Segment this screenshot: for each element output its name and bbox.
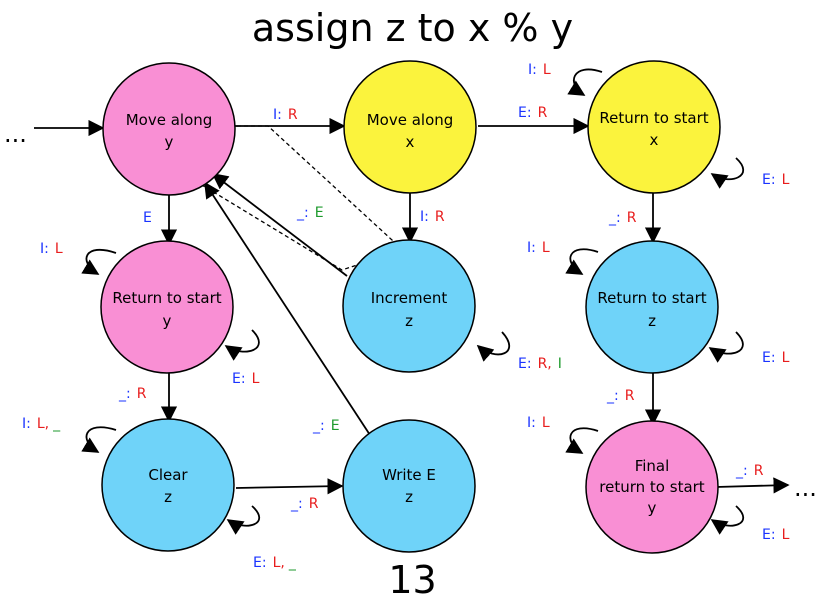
state-label: y (165, 133, 174, 151)
edge-write-to-move-y (204, 181, 371, 436)
edge-clear-to-write (235, 478, 344, 495)
state-label: Move along (126, 111, 213, 129)
transition-label: E:L (232, 371, 260, 387)
state-return-to-start-x: Return to start x (587, 60, 721, 194)
state-label: Final (635, 457, 670, 475)
loop-ret-x-bottom (710, 157, 745, 189)
loop-clear-bottom (226, 505, 261, 535)
loop-final-top (565, 427, 599, 454)
state-label: x (650, 131, 659, 149)
state-label: x (406, 133, 415, 151)
state-label: z (648, 312, 656, 330)
state-label: Increment (371, 289, 448, 307)
loop-ret-z-bottom (708, 331, 744, 363)
transition-label: E:R,I (518, 356, 562, 372)
transition-label: I:R (273, 107, 298, 123)
state-label: z (405, 312, 413, 330)
state-final-return-to-start-y: Final return to start y (585, 420, 719, 554)
loop-ret-x-top (567, 68, 603, 96)
edge-incr-to-move-y (211, 173, 348, 277)
transition-label: E:L,_ (253, 555, 297, 571)
slide-title: assign z to x % y (251, 6, 574, 50)
transition-label: _:R (118, 386, 147, 402)
loop-final-bottom (710, 505, 745, 535)
transition-label: _:E (296, 205, 324, 221)
state-label: Return to start (597, 289, 706, 307)
state-return-to-start-y: Return to start y (100, 240, 234, 374)
ellipsis-end: ... (794, 474, 817, 502)
transition-label: I:L (527, 415, 550, 431)
transition-label: E (143, 210, 152, 226)
loop-clear-top (81, 426, 117, 453)
transition-label: I:R (420, 209, 445, 225)
loop-incr (476, 331, 510, 362)
state-return-to-start-z: Return to start z (585, 240, 719, 374)
loop-ret-z-top (565, 248, 599, 275)
state-label: return to start (599, 478, 705, 496)
state-write-e-z: Write E z (342, 419, 476, 553)
state-increment-z: Increment z (342, 239, 476, 373)
transition-label: _:R (290, 496, 319, 512)
state-label: Return to start (112, 289, 221, 307)
state-label: z (405, 488, 413, 506)
transition-label: E:L (762, 527, 790, 543)
edge-final-exit (715, 477, 790, 494)
transition-label: _:R (608, 210, 637, 226)
loop-ret-y-bottom (224, 329, 260, 361)
page-number: 13 (388, 558, 437, 602)
transition-label: I:L (527, 240, 550, 256)
state-label: z (164, 488, 172, 506)
transition-label: _:E (312, 418, 340, 434)
transition-label: E:L (762, 172, 790, 188)
state-label: Move along (367, 111, 454, 129)
state-label: Clear (148, 466, 188, 484)
transition-label: _:R (735, 463, 764, 479)
transition-label: _:R (606, 388, 635, 404)
state-move-along-y: Move along y (102, 62, 236, 196)
transition-label: I:L (528, 62, 551, 78)
state-label: Return to start (599, 109, 708, 127)
state-label: Write E (382, 466, 436, 484)
transition-label: E:L (762, 350, 790, 366)
loop-ret-y-top (81, 248, 117, 275)
state-clear-z: Clear z (101, 418, 235, 552)
state-label: y (163, 312, 172, 330)
state-label: y (648, 499, 657, 517)
ellipsis-start: ... (4, 120, 27, 148)
transition-label: E:R (518, 105, 548, 121)
transition-label: I:L,_ (22, 416, 61, 432)
transition-label: I:L (40, 241, 63, 257)
state-move-along-x: Move along x (343, 60, 477, 194)
